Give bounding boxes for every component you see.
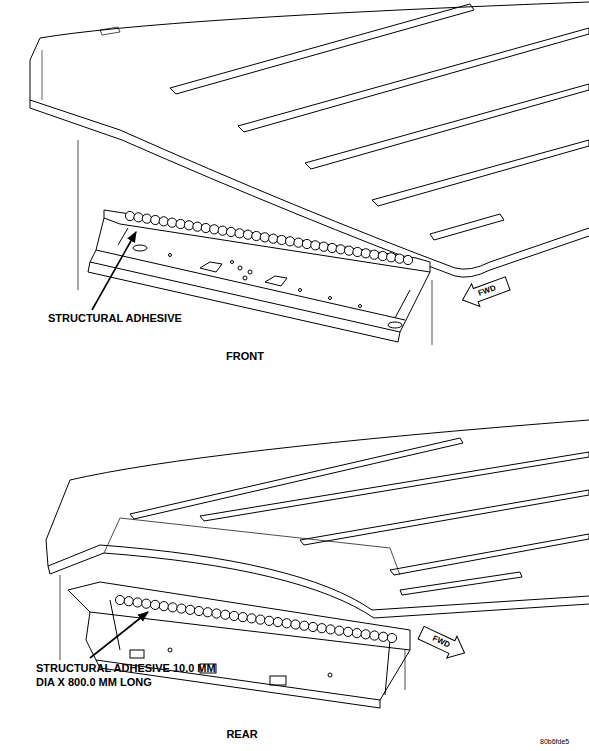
adhesive-dot xyxy=(159,602,168,611)
adhesive-dot xyxy=(344,246,353,255)
figure-id: 80b6fde5 xyxy=(540,738,569,747)
adhesive-dot xyxy=(277,235,286,244)
adhesive-dot xyxy=(125,211,134,220)
adhesive-dot xyxy=(379,632,388,641)
adhesive-dot xyxy=(194,606,203,615)
adhesive-dot xyxy=(282,619,291,628)
adhesive-dot xyxy=(142,599,151,608)
adhesive-dot xyxy=(319,242,328,251)
adhesive-dot xyxy=(291,620,300,629)
adhesive-dot xyxy=(218,226,227,235)
view-title: FRONT xyxy=(226,350,264,364)
adhesive-dot xyxy=(176,219,185,228)
callout-label: STRUCTURAL ADHESIVE xyxy=(48,312,182,326)
adhesive-dot xyxy=(353,247,362,256)
adhesive-bead xyxy=(125,211,412,264)
adhesive-dot xyxy=(203,608,212,617)
adhesive-dot xyxy=(336,245,345,254)
adhesive-dot xyxy=(221,610,230,619)
fwd-arrow xyxy=(458,272,511,311)
adhesive-dot xyxy=(212,609,221,618)
adhesive-dot xyxy=(168,603,177,612)
adhesive-dot xyxy=(168,218,177,227)
adhesive-dot xyxy=(285,237,294,246)
adhesive-dot xyxy=(235,229,244,238)
adhesive-dot xyxy=(247,614,256,623)
adhesive-dot xyxy=(134,213,143,222)
adhesive-dot xyxy=(142,214,151,223)
adhesive-dot xyxy=(186,605,195,614)
adhesive-dot xyxy=(387,633,396,642)
adhesive-dot xyxy=(269,234,278,243)
adhesive-dot xyxy=(387,253,396,262)
roof-panel-front xyxy=(30,2,589,277)
adhesive-dot xyxy=(317,624,326,633)
adhesive-dot xyxy=(311,241,320,250)
adhesive-dot xyxy=(361,249,370,258)
adhesive-dot xyxy=(210,225,219,234)
adhesive-dot xyxy=(201,223,210,232)
view-title: REAR xyxy=(226,728,257,742)
adhesive-dot xyxy=(370,250,379,259)
leader-line xyxy=(92,232,136,310)
adhesive-dot xyxy=(193,222,202,231)
adhesive-dot xyxy=(302,239,311,248)
adhesive-bead xyxy=(115,595,396,642)
adhesive-dot xyxy=(133,598,142,607)
adhesive-dot xyxy=(151,215,160,224)
adhesive-dot xyxy=(115,595,124,604)
adhesive-dot xyxy=(184,221,193,230)
adhesive-dot xyxy=(265,616,274,625)
adhesive-dot xyxy=(256,615,265,624)
adhesive-dot xyxy=(403,255,412,264)
adhesive-dot xyxy=(335,626,344,635)
adhesive-dot xyxy=(260,233,269,242)
adhesive-dot xyxy=(238,613,247,622)
leader-line xyxy=(90,612,148,658)
adhesive-dot xyxy=(294,238,303,247)
adhesive-dot xyxy=(378,251,387,260)
adhesive-dot xyxy=(308,622,317,631)
adhesive-dot xyxy=(395,254,404,263)
adhesive-dot xyxy=(326,625,335,634)
adhesive-dot xyxy=(177,604,186,613)
direction-label: FWD xyxy=(431,634,452,651)
adhesive-dot xyxy=(361,630,370,639)
adhesive-dot xyxy=(273,617,282,626)
adhesive-dot xyxy=(352,628,361,637)
adhesive-dot xyxy=(159,217,168,226)
adhesive-dot xyxy=(300,621,309,630)
fwd-arrow xyxy=(416,622,470,664)
adhesive-dot xyxy=(150,600,159,609)
adhesive-dot xyxy=(370,631,379,640)
adhesive-dot xyxy=(252,231,261,240)
adhesive-dot xyxy=(229,611,238,620)
adhesive-dot xyxy=(243,230,252,239)
adhesive-dot xyxy=(226,227,235,236)
rear-header-panel xyxy=(60,575,410,708)
adhesive-dot xyxy=(328,243,337,252)
adhesive-dot xyxy=(344,627,353,636)
callout-label: STRUCTURAL ADHESIVE 10.0 MM DIA X 800.0 … xyxy=(36,662,216,690)
adhesive-dot xyxy=(124,597,133,606)
